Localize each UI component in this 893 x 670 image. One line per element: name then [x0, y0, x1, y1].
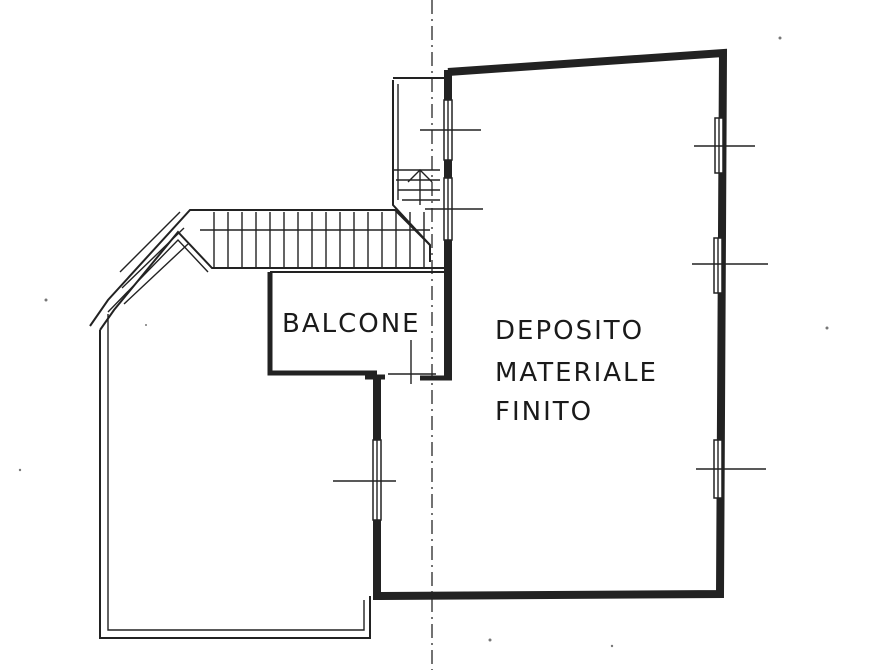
scan-specks — [18, 36, 829, 648]
stair-tread — [119, 211, 181, 273]
deposito-label-line1: DEPOSITO — [495, 316, 644, 346]
upper-stairs — [392, 77, 448, 262]
balcony-door — [388, 340, 436, 384]
east-windows — [692, 117, 768, 499]
west-windows — [333, 99, 483, 521]
stair-tread — [123, 243, 189, 305]
lower-stairs — [89, 209, 445, 331]
stair-tread — [121, 227, 185, 289]
lower-terrace — [99, 314, 371, 639]
balcone-label: BALCONE — [282, 309, 421, 339]
deposito-outer-wall — [373, 48, 728, 601]
balcone-wall — [267, 272, 377, 376]
deposito-label-line2: MATERIALE — [495, 358, 658, 388]
deposito-label-line3: FINITO — [495, 397, 593, 427]
